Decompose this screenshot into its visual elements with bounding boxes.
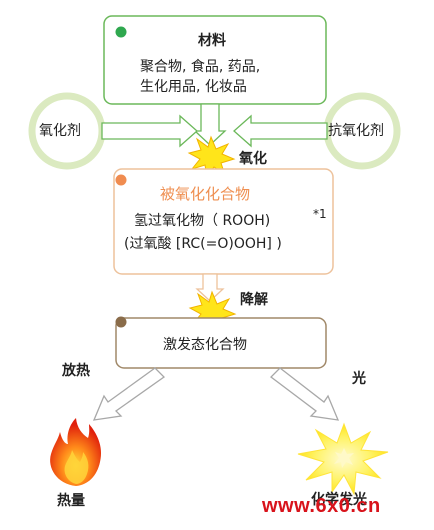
oxidized-box xyxy=(113,168,334,275)
materials-title: 材料 xyxy=(198,33,226,49)
oxidized-dot-icon xyxy=(115,174,127,186)
oxidized-line-2: (过氧酸 [RC(=O)OOH] ) xyxy=(124,236,282,252)
oxidized-footnote: *1 xyxy=(313,207,327,221)
watermark: www.6x0.cn xyxy=(262,495,381,517)
excited-box xyxy=(115,316,327,369)
antioxidant-arrow xyxy=(233,114,328,148)
materials-box xyxy=(103,15,327,105)
oxidant-label: 氧化剂 xyxy=(39,123,81,139)
chemiluminescence-label: 化学发光 xyxy=(311,492,367,508)
oxidant-arrow xyxy=(101,114,198,148)
heat-arrow xyxy=(92,367,166,421)
oxidized-title: 被氧化化合物 xyxy=(160,185,251,203)
oxidized-line-1: 氢过氧化物（ ROOH) xyxy=(134,213,271,229)
light-path-label: 光 xyxy=(352,371,366,387)
heat-result-label: 热量 xyxy=(57,493,85,509)
excited-label: 激发态化合物 xyxy=(163,337,247,353)
oxidation-label: 氧化 xyxy=(239,151,267,167)
materials-dot-icon xyxy=(115,26,127,38)
materials-line-1: 聚合物, 食品, 药品, xyxy=(140,59,261,75)
oxidized-down-arrow xyxy=(195,273,225,302)
fire-icon xyxy=(50,418,102,486)
materials-line-2: 生化用品, 化妆品 xyxy=(140,79,247,95)
excited-dot-icon xyxy=(115,316,127,328)
chemiluminescence-icon xyxy=(297,422,389,496)
heat-path-label: 放热 xyxy=(62,363,90,379)
antioxidant-label: 抗氧化剂 xyxy=(328,123,384,139)
materials-down-arrow xyxy=(193,103,227,146)
decomposition-label: 降解 xyxy=(240,292,268,308)
light-arrow xyxy=(270,367,340,421)
